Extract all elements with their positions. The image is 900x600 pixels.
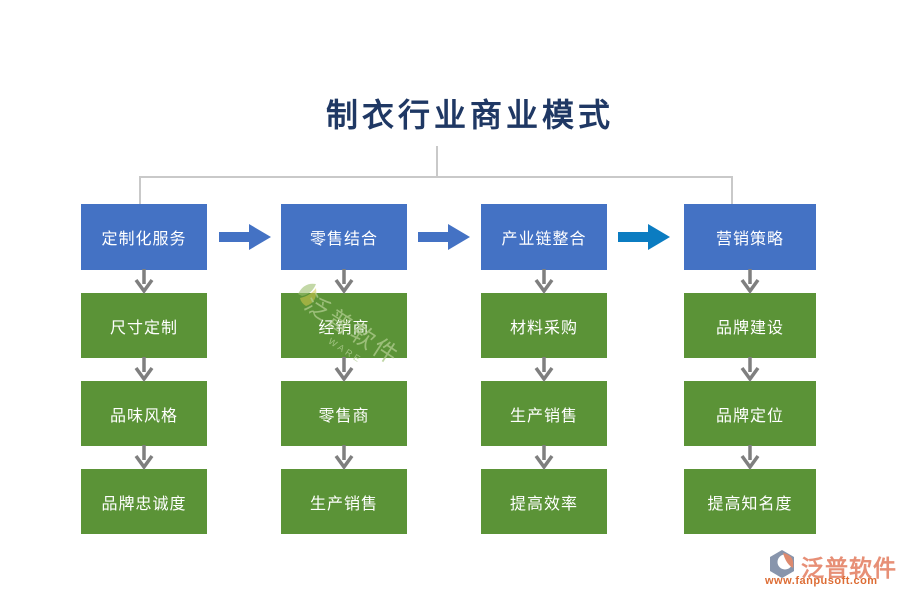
header-box-custom-service: 定制化服务 [81,204,207,270]
item-box: 品牌定位 [684,381,816,446]
connector-drop-left [139,176,141,204]
item-box: 品牌忠诚度 [81,469,207,534]
step-arrow-down-icon [334,357,354,382]
step-arrow-down-icon [534,269,554,294]
connector-horizontal [139,176,733,178]
step-arrow-down-icon [740,269,760,294]
brand-logo-icon [770,550,794,578]
item-box: 生产销售 [481,381,607,446]
header-box-marketing: 营销策略 [684,204,816,270]
item-box: 零售商 [281,381,407,446]
item-box: 生产销售 [281,469,407,534]
flow-arrow-right-icon [219,224,271,250]
item-box: 品味风格 [81,381,207,446]
step-arrow-down-icon [334,445,354,470]
brand-name: 泛普软件 [801,555,897,581]
step-arrow-down-icon [740,445,760,470]
header-box-retail: 零售结合 [281,204,407,270]
step-arrow-down-icon [134,357,154,382]
step-arrow-down-icon [534,357,554,382]
item-box: 提高效率 [481,469,607,534]
flow-arrow-right-icon [418,224,470,250]
step-arrow-down-icon [134,269,154,294]
item-box: 提高知名度 [684,469,816,534]
brand-url: www.fanpusoft.com [765,575,878,587]
step-arrow-down-icon [134,445,154,470]
header-box-industry-chain: 产业链整合 [481,204,607,270]
item-box: 经销商 [281,293,407,358]
step-arrow-down-icon [334,269,354,294]
item-box: 材料采购 [481,293,607,358]
page-title: 制衣行业商业模式 [325,96,614,134]
connector-drop-right [731,176,733,204]
step-arrow-down-icon [740,357,760,382]
flow-arrow-right-highlight-icon [618,224,670,250]
step-arrow-down-icon [534,445,554,470]
item-box: 尺寸定制 [81,293,207,358]
item-box: 品牌建设 [684,293,816,358]
connector-title-stem [436,146,438,176]
